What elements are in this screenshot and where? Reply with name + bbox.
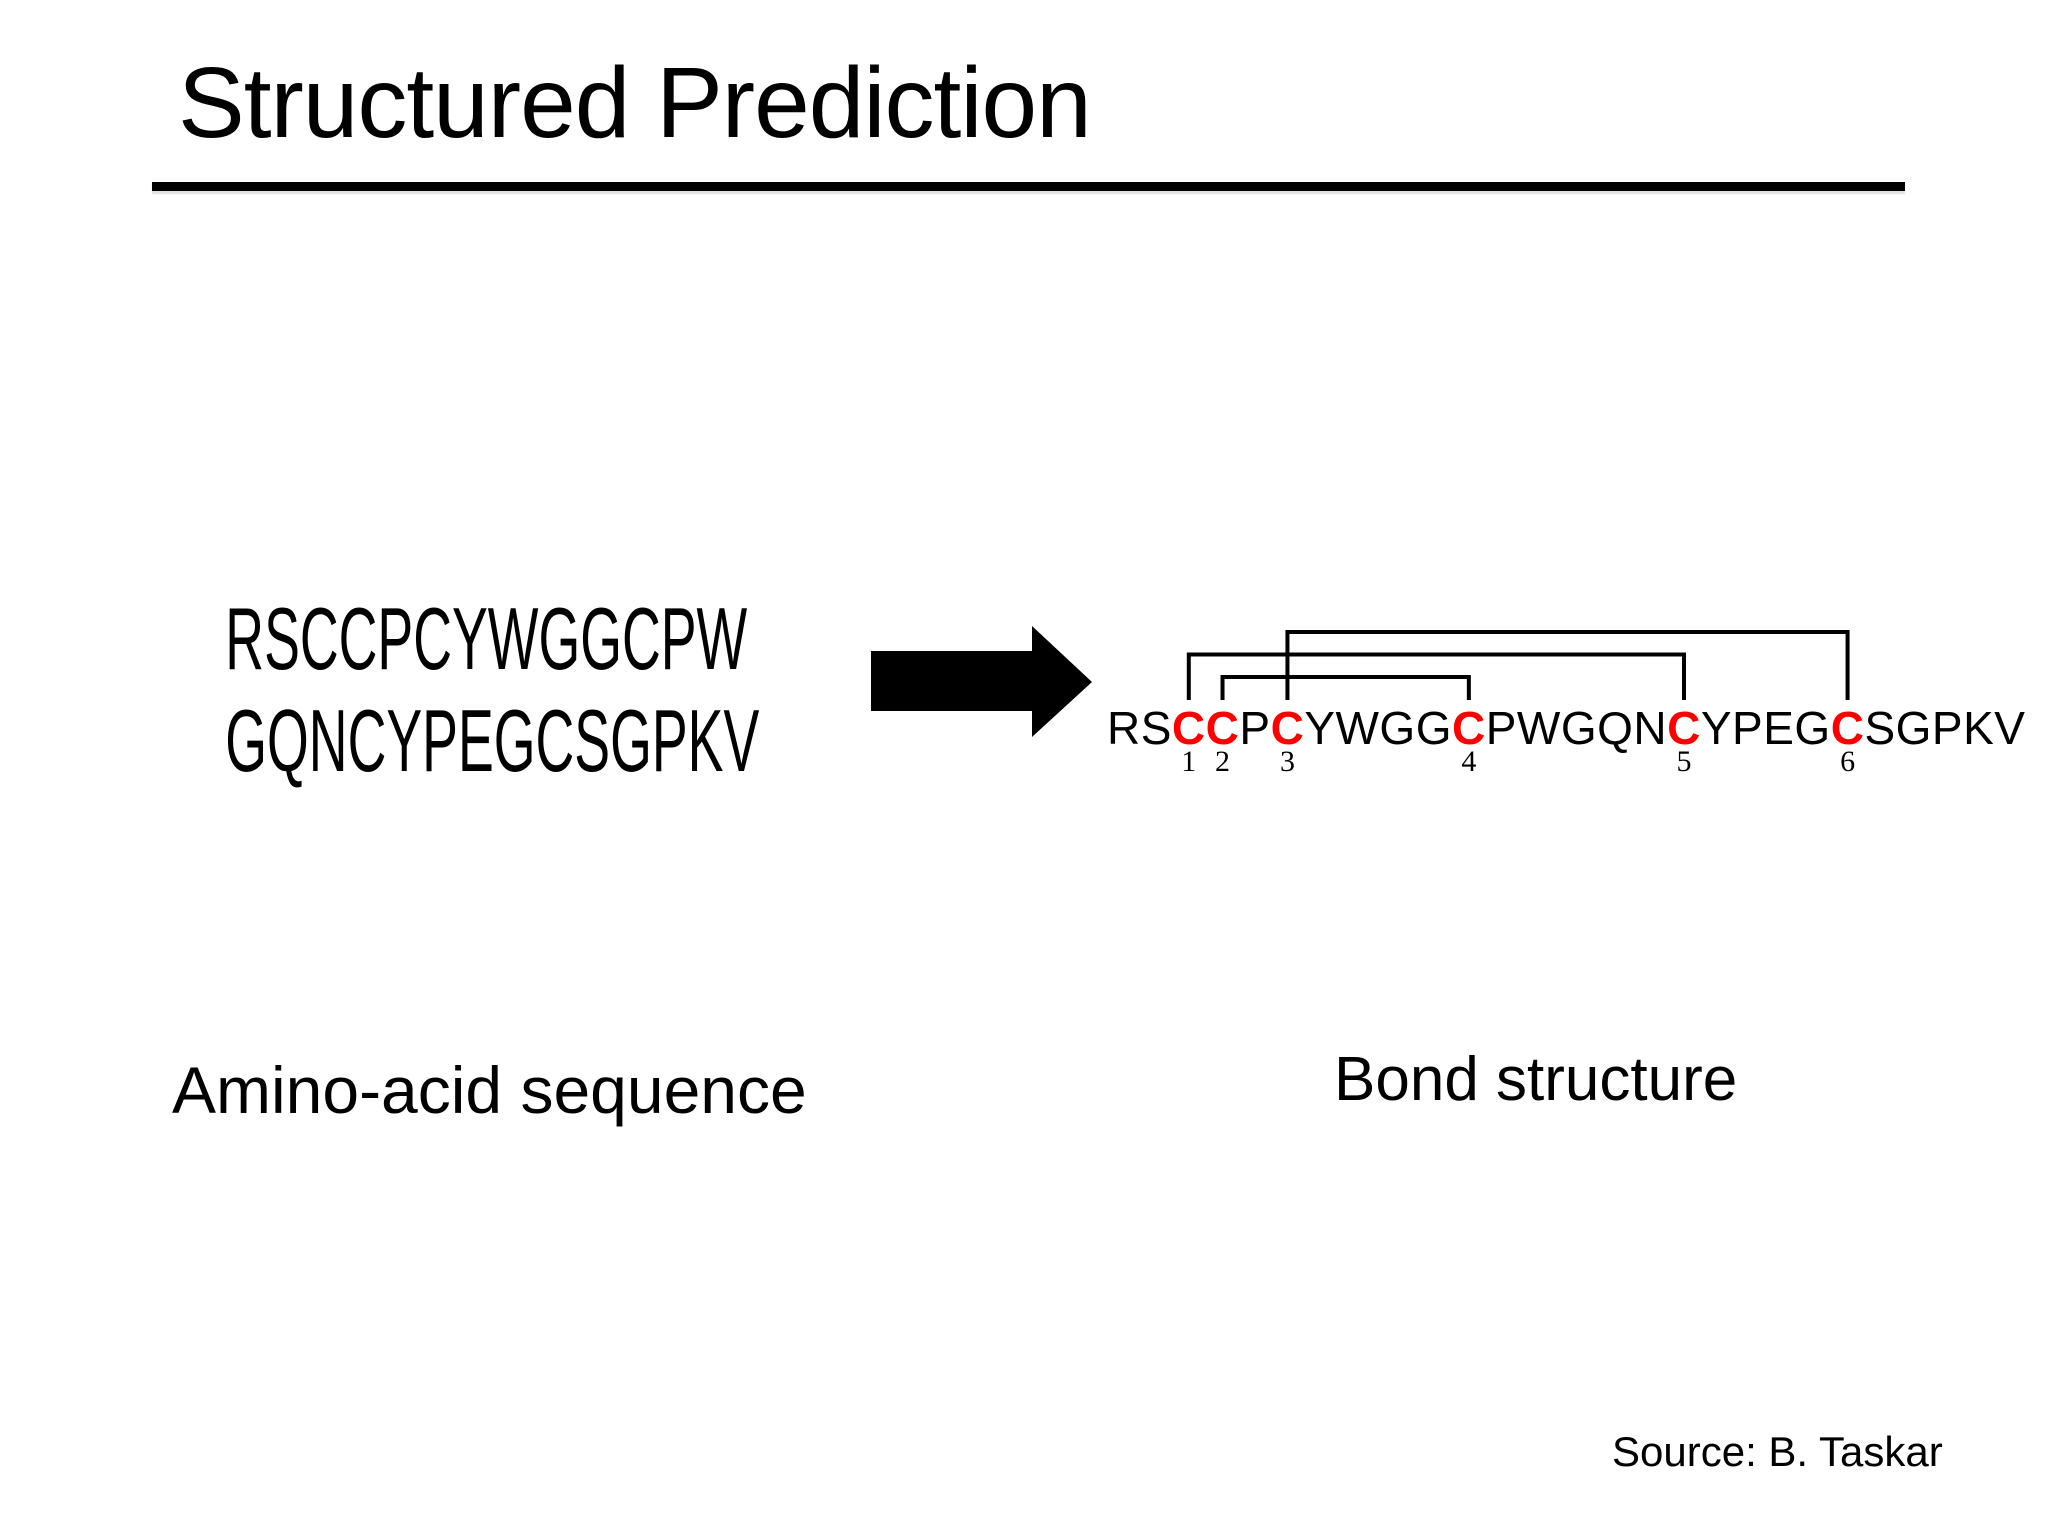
cysteine-number: 1 xyxy=(1181,745,1197,778)
cysteine-char: C xyxy=(1171,702,1206,754)
cysteine-number: 4 xyxy=(1461,745,1477,778)
source-credit: Source: B. Taskar xyxy=(1612,1428,1943,1475)
cysteine-number: 3 xyxy=(1279,745,1295,778)
bond-lines xyxy=(1186,630,1850,700)
cysteine-char: C xyxy=(1451,702,1486,754)
label-bond-structure: Bond structure xyxy=(1334,1045,1738,1114)
cysteine-number: 2 xyxy=(1215,745,1231,778)
sequence-char: N xyxy=(1633,702,1668,754)
cysteine-char: C xyxy=(1270,702,1305,754)
right-arrow-shape xyxy=(871,626,1092,737)
sequence-char: S xyxy=(1140,702,1172,754)
disulfide-bond-line xyxy=(1186,652,1686,700)
page-title: Structured Prediction xyxy=(178,47,1092,159)
cysteine-char: C xyxy=(1830,702,1865,754)
sequence-char: K xyxy=(1963,702,1995,754)
sequence-char: G xyxy=(1794,702,1831,754)
sequence-char: G xyxy=(1415,702,1452,754)
disulfide-bond-line xyxy=(1285,630,1850,700)
cysteine-number: 6 xyxy=(1840,745,1856,778)
sequence-char: P xyxy=(1239,702,1271,754)
sequence-char: R xyxy=(1107,702,1141,754)
amino-sequence-line-1: RSCCPCYWGGCPW xyxy=(225,589,748,688)
sequence-char: P xyxy=(1732,702,1764,754)
amino-sequence-line-2: GQNCYPEGCSGPKV xyxy=(225,691,760,790)
sequence-char: G xyxy=(1560,702,1598,754)
sequence-char: V xyxy=(1994,702,2026,754)
sequence-char: W xyxy=(1335,702,1380,754)
sequence-char: Q xyxy=(1597,702,1634,754)
cysteine-char: C xyxy=(1205,702,1240,754)
title-underline xyxy=(152,182,1905,191)
bond-sequence: RSCCPCYWGGCPWGQNCYPEGCSGPKV xyxy=(1107,701,2025,755)
sequence-char: G xyxy=(1895,702,1932,754)
sequence-char: G xyxy=(1379,702,1416,754)
amino-acid-sequence-text: RSCCPCYWGGCPW GQNCYPEGCSGPKV xyxy=(225,588,760,792)
sequence-char: E xyxy=(1763,702,1795,754)
sequence-char: W xyxy=(1516,702,1561,754)
sequence-char: S xyxy=(1864,702,1896,754)
sequence-char: P xyxy=(1485,702,1517,754)
sequence-char: Y xyxy=(1304,702,1336,754)
cysteine-number: 5 xyxy=(1676,745,1692,778)
cysteine-char: C xyxy=(1667,702,1701,754)
disulfide-bond-line xyxy=(1220,675,1471,700)
right-arrow-icon xyxy=(865,620,1105,745)
sequence-char: P xyxy=(1931,702,1964,754)
sequence-char: Y xyxy=(1700,702,1733,754)
label-amino-acid-sequence: Amino-acid sequence xyxy=(172,1053,807,1127)
